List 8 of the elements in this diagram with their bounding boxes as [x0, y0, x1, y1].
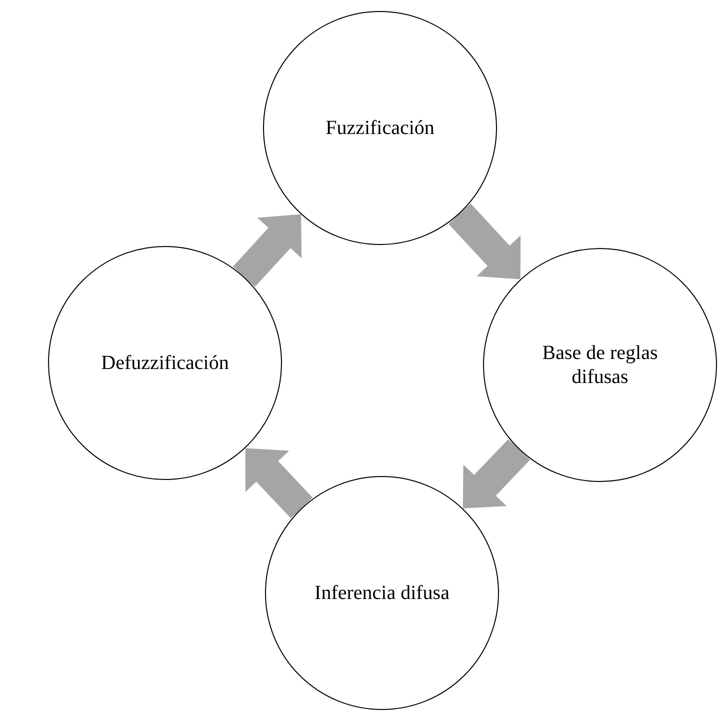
block-arrow [448, 204, 521, 280]
block-arrow [245, 448, 313, 518]
block-arrow [232, 214, 302, 287]
node-label: Inferencia difusa [314, 581, 450, 605]
node-label: Defuzzificación [100, 351, 230, 375]
node-label: Base de reglas difusas [541, 341, 659, 389]
block-arrow [462, 439, 530, 508]
node-label: Fuzzificación [324, 116, 436, 140]
